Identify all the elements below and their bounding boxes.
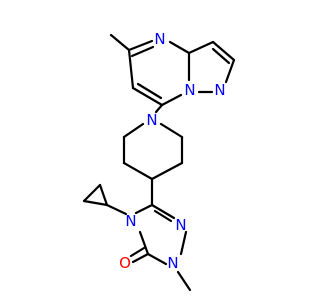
- bond-c3a-c3: [187, 40, 215, 55]
- bonds: [82, 33, 236, 292]
- bond-n4-c3: [134, 203, 154, 215]
- bond-c3-c2-double: [211, 47, 231, 65]
- bond-c7-n-piperidine: [154, 103, 164, 114]
- bond-c3-n2: [150, 203, 176, 220]
- bond-c3-c2: [211, 40, 236, 62]
- bond-c7-c6: [131, 86, 164, 107]
- bond-c5-o-double: [129, 246, 146, 258]
- atom-o-carbonyl: O: [119, 254, 131, 272]
- bond-cp-b-c: [82, 183, 102, 203]
- bond-c5-o: [131, 252, 150, 264]
- bond-c5-n4-double: [130, 45, 155, 58]
- atom-labels: N N N N N N N O: [119, 30, 226, 272]
- atom-n-pyrazole: N: [214, 81, 225, 99]
- bond-methyl-c5: [109, 33, 131, 52]
- bond-c3-n2-double: [153, 209, 173, 223]
- atom-n-triazole-1: N: [167, 254, 178, 272]
- bond-n2-n1: [179, 230, 188, 256]
- bond-n8-c7: [160, 93, 183, 107]
- bond-c7-c6-double: [136, 82, 163, 100]
- atom-n-triazole-4: N: [125, 212, 136, 230]
- atom-n-piperidine: N: [146, 111, 157, 129]
- structure-drawing: N N N N N N N O: [82, 30, 236, 292]
- bond-c2-n1: [224, 58, 236, 84]
- atom-n-bridge: N: [184, 81, 195, 99]
- molecule-diagram: N N N N N N N O: [82, 30, 236, 292]
- bond-c5-n4: [127, 39, 154, 52]
- bond-c6-npip: [159, 122, 184, 139]
- bond-cp-a-b: [82, 199, 109, 207]
- bond-n1-c5: [146, 252, 168, 266]
- bond-c4-c5: [150, 161, 184, 181]
- bond-cp-c-a: [98, 183, 109, 207]
- bond-c5-n4: [138, 230, 150, 256]
- atom-n-pyrimidine: N: [154, 30, 165, 48]
- bond-c3-c4: [122, 161, 154, 181]
- bond-n4-c3a: [168, 40, 191, 55]
- bond-n4-cyclopropyl: [105, 203, 128, 216]
- bond-n1-methyl: [176, 270, 192, 292]
- bond-c6-c5: [127, 48, 135, 90]
- bond-npip-c2: [122, 122, 145, 139]
- atom-n-triazole-2: N: [175, 216, 186, 234]
